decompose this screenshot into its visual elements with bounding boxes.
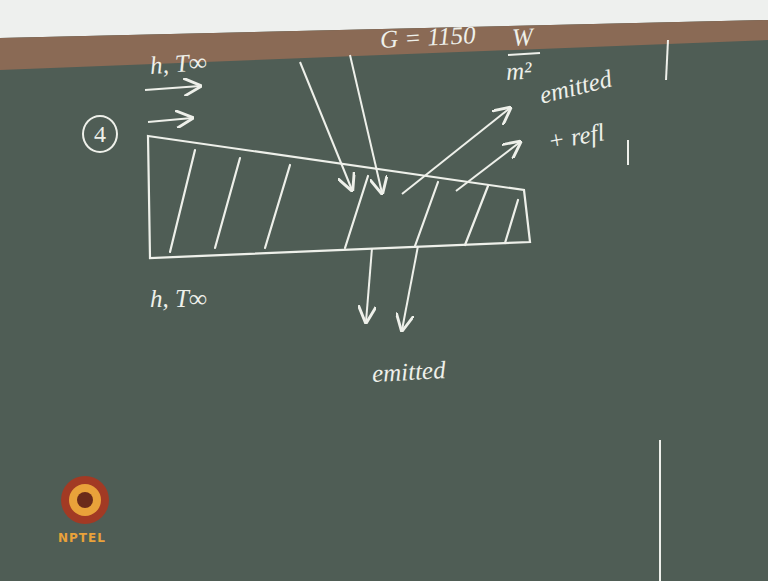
problem-number: 4 (94, 121, 106, 148)
irradiation-label: G = 1150 (379, 21, 476, 53)
unit-numerator: W (511, 23, 533, 52)
problem-number-circle: 4 (82, 115, 118, 153)
convection-label: h, T∞ (149, 48, 208, 79)
nptel-logo (61, 476, 109, 524)
reflected-label: + refl (546, 118, 607, 155)
plate-sketch (148, 136, 530, 258)
chalk-marks (508, 40, 668, 581)
logo-text: NPTEL (58, 532, 106, 545)
flux-arrows (145, 55, 520, 330)
emitted-label: emitted (371, 356, 446, 387)
board-frame (0, 20, 768, 70)
emitted-label: emitted (537, 65, 615, 109)
convection-label: h, T∞ (150, 285, 207, 313)
unit-denominator: m² (505, 57, 532, 86)
